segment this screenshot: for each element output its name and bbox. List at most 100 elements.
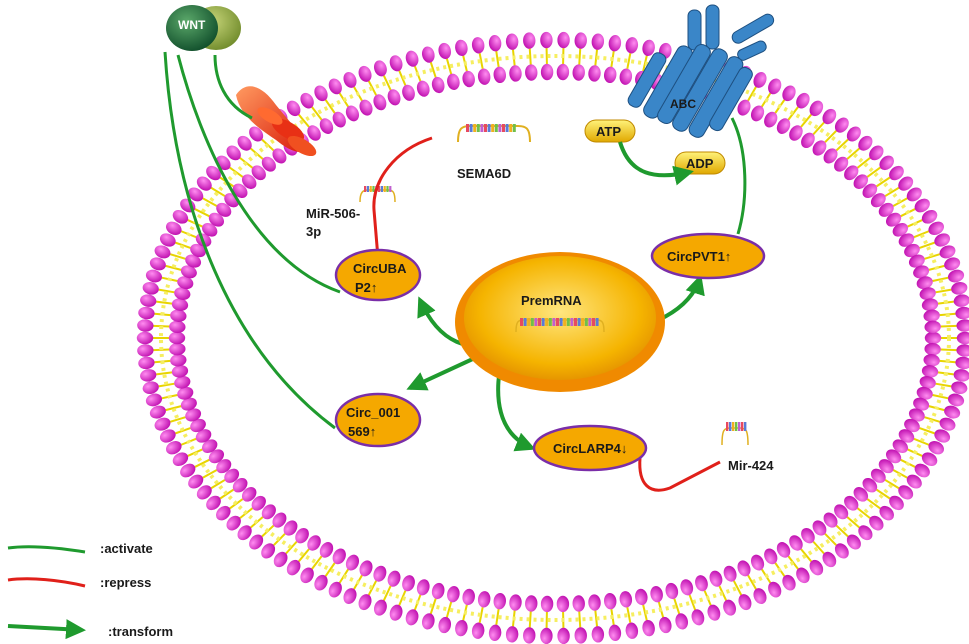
lipid-head [934,233,951,247]
lipid-head [431,582,445,600]
lipid-head [914,463,930,478]
lipid-tail [835,524,849,538]
lipid-head [261,156,276,172]
lipid-head [834,117,849,133]
lipid-head [885,212,902,227]
lipid-head [944,405,961,419]
rna-base [570,318,574,326]
lipid-tail [398,590,407,606]
lipid-head [844,165,859,181]
lipid-head [603,66,617,84]
adp-node: ADP [674,151,726,175]
lipid-head [844,495,859,511]
rna-base [512,124,516,132]
rna-base [484,124,487,132]
lipid-head [180,463,196,478]
rna-base [523,318,527,326]
lipid-head [319,542,334,558]
lipid-head [314,574,328,591]
lipid-head [196,176,212,191]
lipid-head [764,548,778,565]
lipid-head [572,595,585,612]
activate-edges [163,51,747,430]
circuba-node: CircUBA P2↑ [334,248,422,302]
lipid-head [180,265,197,279]
lipid-head [387,89,401,106]
lipid-tail [338,92,350,108]
lipid-tail [866,498,881,510]
lipid-head [283,520,298,536]
lipid-head [953,369,969,382]
svg-text:CircUBA: CircUBA [353,261,407,276]
lipid-head [168,331,186,345]
lipid-head [185,408,202,422]
rna-base [534,318,538,326]
lipid-head [345,105,360,122]
lipid-head [750,105,765,122]
lipid-head [405,50,419,67]
lipid-head [261,504,276,520]
lipid-head [286,100,301,117]
lipid-head [201,222,218,237]
lipid-head [174,287,191,300]
lipid-tail [202,469,218,479]
lipid-tail [747,574,757,590]
lipid-head [737,99,751,116]
lipid-head [870,468,886,483]
lipid-head [955,356,969,370]
lipid-tail [382,75,392,91]
lipid-head [944,257,961,271]
lipid-head [180,397,197,411]
lipid-tail [158,382,175,388]
lipid-head [416,80,430,97]
lipid-head [889,495,904,511]
lipid-head [136,331,154,345]
lipid-head [171,298,189,311]
lipid-head [241,487,257,502]
lipid-head [889,165,904,181]
lipid-head [172,452,189,467]
sema6d-mrna-icon [457,124,531,143]
lipid-head [608,624,622,641]
lipid-tail [165,405,182,412]
lipid-head [862,183,878,199]
lipid-head [438,616,452,634]
lipid-tail [153,348,170,352]
lipid-head [166,440,182,455]
lipid-tail [812,121,825,136]
lipid-tail [875,488,891,500]
lipid-head [853,174,869,189]
lipid-head [556,63,570,81]
edge-circuba-mir506 [372,136,433,259]
lipid-head [625,37,639,54]
lipid-head [919,287,936,300]
lipid-head [196,485,212,500]
lipid-head [723,599,737,616]
lipid-tail [175,427,191,435]
rna-base [538,318,541,326]
lipid-head [906,187,922,202]
atp-node: ATP [584,119,636,143]
lipid-head [574,32,587,49]
lipid-head [319,118,334,134]
lipid-head [540,627,553,644]
lipid-head [955,306,969,320]
lipid-tail [673,598,681,615]
lipid-head [738,594,752,611]
rna-base [584,318,588,326]
lipid-head [953,294,969,307]
lipid-head [809,100,824,117]
rna-base [577,318,581,326]
rna-base [366,186,369,192]
lipid-head [695,575,708,592]
lipid-tail [445,58,453,75]
lipid-head [493,66,507,84]
lipid-tail [787,555,799,570]
lipid-head [455,39,468,57]
mir506-label-line1: MiR-506- [306,206,360,221]
lipid-head [916,386,933,400]
lipid-head [823,512,838,528]
lipid-head [421,613,435,630]
lipid-head [332,548,346,565]
lipid-head [249,126,264,142]
